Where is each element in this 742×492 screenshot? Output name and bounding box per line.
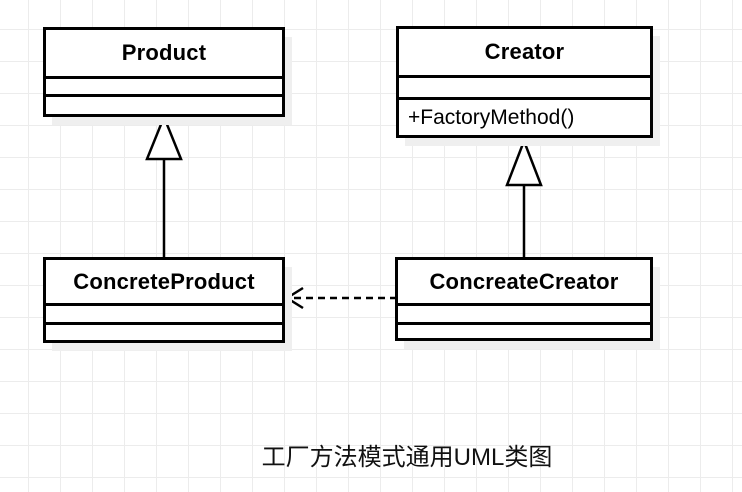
- hollow-triangle-arrowhead: [505, 137, 543, 187]
- class-title: Product: [46, 30, 282, 79]
- class-methods-compartment: [46, 97, 282, 114]
- class-box-concreate-creator: ConcreateCreator: [395, 257, 653, 341]
- class-attributes-compartment: [398, 306, 650, 325]
- class-attributes-compartment: [399, 78, 650, 100]
- class-title: ConcreteProduct: [46, 260, 282, 306]
- open-arrowhead: [284, 286, 304, 310]
- class-methods-compartment: [398, 325, 650, 338]
- generalization-arrow-concreatecreator-to-creator: [505, 137, 543, 257]
- dependency-arrow-concreatecreator-to-concreteproduct: [284, 286, 397, 310]
- hollow-triangle-arrowhead: [145, 113, 183, 161]
- class-box-concrete-product: ConcreteProduct: [43, 257, 285, 343]
- generalization-arrow-concreteproduct-to-product: [145, 113, 183, 257]
- diagram-caption: 工厂方法模式通用UML类图: [261, 444, 553, 471]
- class-attributes-compartment: [46, 306, 282, 325]
- class-title: Creator: [399, 29, 650, 78]
- class-box-product: Product: [43, 27, 285, 117]
- class-methods-compartment: +FactoryMethod(): [408, 105, 575, 129]
- class-title: ConcreateCreator: [398, 260, 650, 306]
- class-methods-compartment: [46, 325, 282, 340]
- class-attributes-compartment: [46, 79, 282, 97]
- class-box-creator: Creator +FactoryMethod(): [396, 26, 653, 138]
